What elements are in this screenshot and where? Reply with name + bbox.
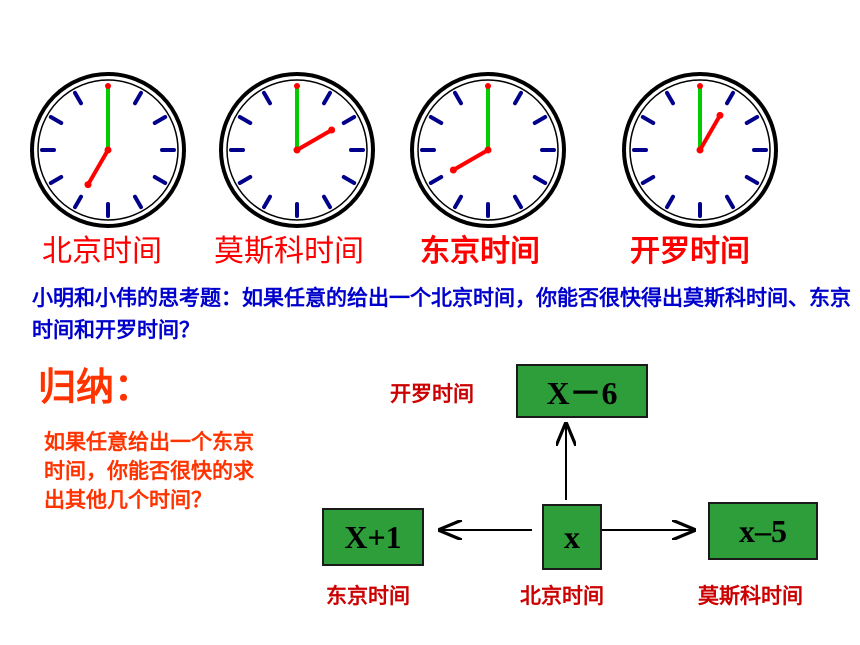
- clock-center: [104, 146, 112, 154]
- question-text: 小明和小伟的思考题：如果任意的给出一个北京时间，你能否很快得出莫斯科时间、东京时…: [32, 286, 851, 342]
- hour-tick: [73, 90, 83, 106]
- clock-center: [293, 146, 301, 154]
- hour-tick: [152, 115, 168, 125]
- summary-text: 如果任意给出一个东京时间，你能否很快的求出其他几个时间？: [44, 430, 254, 512]
- hour-tick: [133, 90, 143, 106]
- hour-tick: [513, 90, 523, 106]
- hour-tick: [341, 175, 357, 185]
- hour-hand: [86, 148, 110, 186]
- hour-tick: [48, 115, 64, 125]
- hour-tick: [73, 194, 83, 210]
- hour-hand: [698, 114, 722, 151]
- diagram-label-cairo: 开罗时间: [390, 382, 474, 406]
- minute-hand-tip: [105, 83, 111, 89]
- clock-tokyo: [410, 72, 566, 228]
- hour-tick: [744, 115, 760, 125]
- hour-hand-tip: [328, 126, 336, 134]
- diagram-label-beijing: 北京时间: [520, 584, 604, 608]
- clock-cairo: [622, 72, 778, 228]
- hour-tick: [725, 90, 735, 106]
- hour-tick: [453, 194, 463, 210]
- diagram-label-moscow: 莫斯科时间: [698, 584, 803, 608]
- hour-tick: [640, 175, 656, 185]
- hour-tick: [237, 175, 253, 185]
- hour-tick: [513, 194, 523, 210]
- clock-face: [37, 79, 179, 221]
- clock-face: [417, 79, 559, 221]
- hour-hand-tip: [84, 181, 92, 189]
- clock-label-beijing: 北京时间: [42, 234, 162, 269]
- clock-face: [226, 79, 368, 221]
- box-beijing-x: x: [542, 504, 602, 570]
- hour-tick: [640, 115, 656, 125]
- hour-tick: [133, 194, 143, 210]
- clock-center: [484, 146, 492, 154]
- hour-tick: [428, 115, 444, 125]
- clock-label-cairo: 开罗时间: [630, 234, 750, 269]
- minute-hand-tip: [697, 83, 703, 89]
- hour-tick: [453, 90, 463, 106]
- minute-hand-tip: [294, 83, 300, 89]
- hour-tick: [262, 90, 272, 106]
- hour-tick: [237, 115, 253, 125]
- hour-hand: [452, 148, 489, 172]
- clock-beijing: [30, 72, 186, 228]
- hour-tick: [152, 175, 168, 185]
- box-tokyo-formula: X+1: [322, 508, 424, 566]
- clock-moscow: [219, 72, 375, 228]
- hour-tick: [322, 194, 332, 210]
- minute-hand-tip: [485, 83, 491, 89]
- hour-tick: [341, 115, 357, 125]
- clock-label-tokyo: 东京时间: [420, 234, 540, 269]
- hour-hand: [295, 128, 333, 152]
- diagram-label-tokyo: 东京时间: [326, 584, 410, 608]
- hour-tick: [665, 90, 675, 106]
- clock-label-moscow: 莫斯科时间: [214, 234, 364, 269]
- hour-tick: [262, 194, 272, 210]
- hour-tick: [665, 194, 675, 210]
- box-moscow-formula: x–5: [708, 502, 818, 560]
- hour-tick: [532, 115, 548, 125]
- hour-tick: [322, 90, 332, 106]
- hour-tick: [48, 175, 64, 185]
- hour-tick: [532, 175, 548, 185]
- hour-hand-tip: [449, 166, 457, 174]
- summary-title: 归纳：: [38, 365, 153, 409]
- hour-hand-tip: [716, 111, 724, 119]
- hour-tick: [725, 194, 735, 210]
- hour-tick: [428, 175, 444, 185]
- clock-face: [629, 79, 771, 221]
- box-cairo-formula: X－6: [516, 364, 648, 418]
- clock-center: [696, 146, 704, 154]
- hour-tick: [744, 175, 760, 185]
